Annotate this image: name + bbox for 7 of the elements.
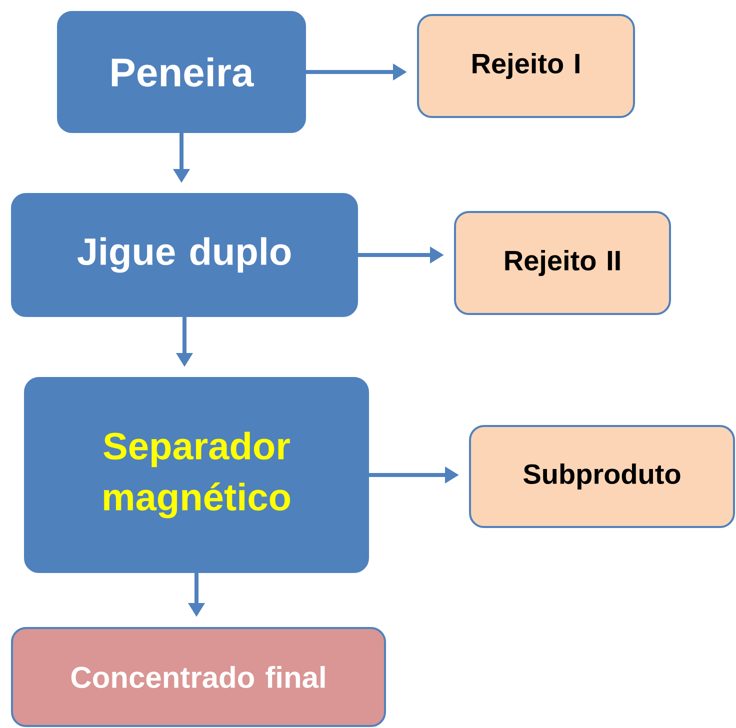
output-box: Subproduto [469,425,735,528]
process-box: Separador magnético [24,377,369,573]
output-box: Rejeito I [417,14,635,118]
process-box: Peneira [57,11,306,133]
output-box: Rejeito II [454,211,671,315]
output-box: Concentrado final [11,627,386,727]
process-box: Jigue duplo [11,193,358,317]
